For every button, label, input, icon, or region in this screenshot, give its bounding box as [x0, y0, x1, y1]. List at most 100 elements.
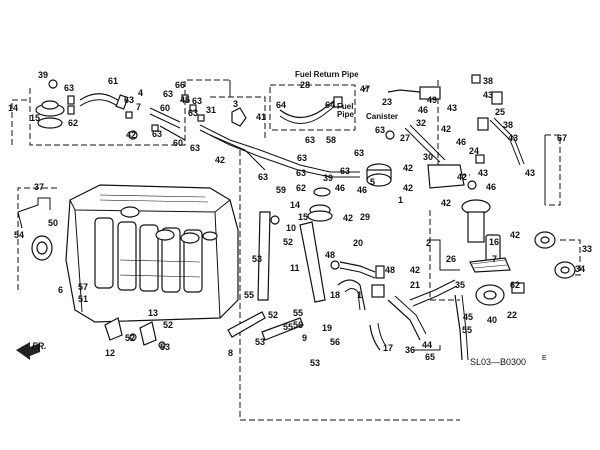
callout-18: 18 [330, 290, 341, 300]
callout-63: 63 [163, 89, 174, 99]
callout-62-c: 62 [510, 280, 521, 290]
diagram-code-suffix: E [542, 355, 547, 362]
callout-64: 64 [276, 100, 287, 110]
callout-15: 15 [298, 212, 309, 222]
callout-38: 38 [483, 76, 494, 86]
callout-44: 44 [422, 340, 433, 350]
filler-cap-assembly [35, 79, 75, 129]
callout-55: 55 [293, 308, 304, 318]
pipe-31 [199, 124, 360, 178]
callout-39: 39 [323, 173, 334, 183]
callout-52: 52 [125, 333, 136, 343]
callout-19: 19 [322, 323, 333, 333]
fuel-filter-30 [427, 164, 477, 190]
callout-46: 46 [357, 185, 368, 195]
callout-42: 42 [126, 130, 137, 140]
callout-2: 2 [426, 238, 432, 248]
group-box-top-mid [210, 96, 266, 138]
callout-24: 24 [469, 146, 480, 156]
clip-3 [231, 107, 247, 127]
callout-53: 53 [252, 254, 263, 264]
front-direction-arrow [16, 342, 40, 360]
callout-54: 54 [14, 230, 25, 240]
callout-66: 66 [175, 80, 186, 90]
callout-7: 7 [136, 102, 142, 112]
callout-56: 56 [293, 320, 304, 330]
callout-62-b: 62 [296, 183, 307, 193]
callout-37: 37 [34, 182, 45, 192]
filler-door-50 [31, 235, 53, 261]
callout-42: 42 [403, 163, 414, 173]
callout-1-b: 1 [398, 195, 404, 205]
callout-63: 63 [258, 172, 269, 182]
canister [366, 130, 395, 187]
callout-60: 60 [173, 138, 184, 148]
callout-35: 35 [455, 280, 466, 290]
callout-31: 31 [206, 105, 217, 115]
cap-14-15 [307, 187, 333, 222]
callout-57: 57 [78, 282, 89, 292]
callout-63: 63 [297, 153, 308, 163]
callout-22: 22 [507, 310, 518, 320]
fuel-tank [65, 184, 239, 323]
callout-9: 9 [302, 333, 308, 343]
callout-16: 16 [489, 237, 500, 247]
callout-45: 45 [463, 312, 474, 322]
callout-59: 59 [276, 185, 287, 195]
right-hoses [387, 74, 525, 166]
pump-cover-33 [534, 231, 556, 249]
callout-8: 8 [228, 348, 234, 358]
callout-52: 52 [283, 237, 294, 247]
leader-lines [17, 80, 546, 351]
group-box-cap [11, 99, 30, 145]
callout-46: 46 [456, 137, 467, 147]
callout-63: 63 [375, 125, 386, 135]
callout-42: 42 [403, 183, 414, 193]
callout-43: 43 [508, 133, 519, 143]
callout-26: 26 [446, 254, 457, 264]
callout-25: 25 [495, 107, 506, 117]
callout-43: 43 [525, 168, 536, 178]
clips-small [125, 94, 205, 140]
callout-11: 11 [290, 263, 300, 273]
group-box-top-left [29, 79, 230, 146]
callout-12: 12 [105, 348, 116, 358]
callout-63: 63 [64, 83, 75, 93]
callout-13: 13 [148, 308, 159, 318]
filler-pipe-hoses [337, 279, 469, 361]
pump-strainer-34 [554, 261, 576, 279]
return-pipe-hoses [279, 86, 369, 124]
callout-42: 42 [441, 198, 452, 208]
callout-39: 39 [38, 70, 49, 80]
tank-band-53 [257, 211, 326, 303]
callout-43: 43 [483, 90, 494, 100]
callout-12-b: 46 [335, 183, 346, 193]
callout-49: 49 [427, 95, 438, 105]
callout-63: 63 [152, 129, 163, 139]
callout-58: 58 [326, 135, 337, 145]
callout-36: 36 [405, 345, 416, 355]
callout-40: 40 [487, 315, 498, 325]
callout-63: 63 [354, 148, 365, 158]
callout-33: 33 [582, 244, 593, 254]
callout-7-b: 7 [492, 254, 498, 264]
fuel-pump-assembly [461, 199, 511, 273]
callout-65: 65 [425, 352, 436, 362]
callout-63: 63 [188, 108, 199, 118]
callout-42: 42 [410, 265, 421, 275]
callout-15: 15 [30, 113, 41, 123]
label-front: FR. [32, 341, 47, 351]
callout-60: 60 [160, 103, 171, 113]
callout-41: 41 [256, 112, 267, 122]
callout-63: 63 [190, 143, 201, 153]
callout-5: 5 [370, 177, 376, 187]
label-fuel-return-pipe: Fuel Return Pipe [295, 70, 359, 79]
group-box-far-right [545, 134, 561, 206]
group-box-return-pipe [269, 84, 356, 131]
callout-61: 61 [108, 76, 119, 86]
label-canister: Canister [366, 112, 399, 121]
callout-48: 48 [385, 265, 396, 275]
callout-43: 43 [478, 168, 489, 178]
callout-14: 14 [290, 200, 301, 210]
